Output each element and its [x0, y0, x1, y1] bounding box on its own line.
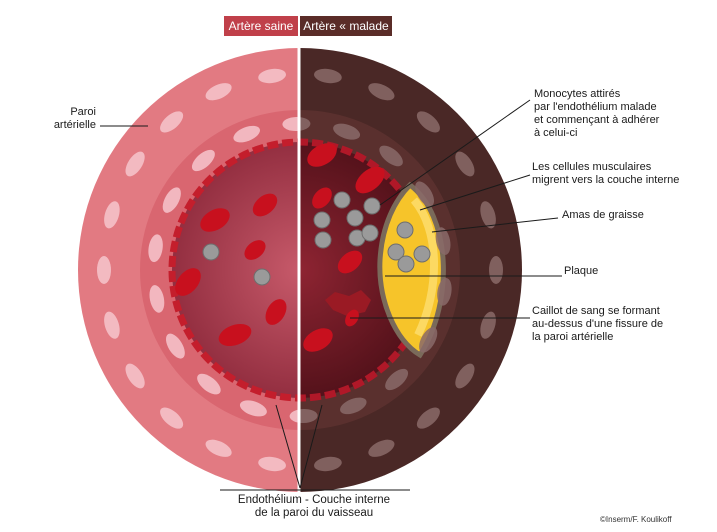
- wall-cell: [97, 256, 111, 284]
- wall-cell: [205, 83, 232, 101]
- red-blood-cell: [200, 208, 230, 232]
- wall-cell: [368, 439, 395, 457]
- monocyte: [314, 231, 332, 249]
- monocyte: [361, 224, 379, 242]
- wall-cell: [415, 181, 435, 207]
- monocyte: [413, 245, 431, 263]
- wall-cell: [282, 116, 299, 132]
- red-blood-cell: [218, 323, 252, 347]
- wall-cell: [148, 234, 163, 263]
- monocyte: [313, 211, 331, 229]
- wall-cell: [368, 83, 395, 101]
- leader-lines: [100, 99, 562, 491]
- monocyte: [346, 209, 364, 227]
- wall-cell: [125, 363, 145, 389]
- wall-cell: [191, 149, 215, 172]
- label-fat-deposit: Amas de graisse: [562, 209, 644, 221]
- label-endothelium: Endothélium - Couche interne de la paroi…: [237, 494, 391, 519]
- wall-cell: [125, 151, 145, 177]
- blood-clot: [325, 290, 371, 316]
- wall-cell: [379, 145, 403, 167]
- leader-monocytes: [379, 99, 531, 206]
- wall-cell: [258, 68, 286, 84]
- label-paroi-arterielle: Paroi artérielle: [53, 106, 96, 131]
- wall-cell: [160, 111, 184, 133]
- label-blood-clot: Caillot de sang se formant au-dessus d'u…: [532, 305, 664, 343]
- monocytes: [202, 191, 431, 286]
- wall-cell: [165, 333, 185, 359]
- wall-cell: [197, 373, 221, 395]
- red-blood-cell: [303, 328, 333, 352]
- label-muscle-cells: Les cellules musculaires migrent vers la…: [532, 161, 680, 186]
- healthy-wall-cells: [97, 68, 299, 472]
- wall-cell: [162, 187, 181, 213]
- wall-cell: [455, 363, 475, 389]
- wall-cell: [416, 407, 440, 429]
- wall-cell: [489, 256, 503, 284]
- red-blood-cell: [252, 193, 278, 217]
- wall-cell: [289, 408, 299, 424]
- wall-cell: [239, 400, 267, 417]
- label-plaque: Plaque: [564, 265, 599, 277]
- monocyte: [363, 197, 381, 215]
- leader-endo-left: [275, 404, 301, 489]
- wall-cell: [416, 111, 440, 133]
- wall-cell: [160, 407, 184, 429]
- wall-cell: [314, 68, 342, 84]
- wall-cell: [314, 456, 342, 472]
- red-blood-cell: [265, 299, 287, 325]
- monocyte: [202, 243, 220, 261]
- red-blood-cell: [175, 268, 201, 296]
- image-credit: ©Inserm/F. Koulikoff: [600, 515, 672, 524]
- diseased-artery-tab: Artère « malade »: [300, 16, 392, 53]
- wall-cell: [333, 123, 361, 140]
- wall-cell: [149, 285, 165, 313]
- wall-cell: [299, 408, 318, 424]
- monocyte: [387, 243, 405, 261]
- leader-endo-right: [299, 404, 323, 489]
- label-monocytes: Monocytes attirés par l'endothélium mala…: [534, 88, 660, 139]
- red-blood-cell: [312, 187, 332, 209]
- monocyte: [253, 268, 271, 286]
- wall-cell: [340, 397, 367, 415]
- leader-graisse: [431, 217, 559, 233]
- wall-cell: [480, 201, 496, 229]
- red-blood-cells: [175, 143, 385, 352]
- wall-cell: [233, 125, 260, 143]
- red-blood-cell: [337, 250, 363, 274]
- fat-highlight: [410, 197, 439, 337]
- wall-cell: [455, 151, 475, 177]
- wall-cell: [205, 439, 232, 457]
- diseased-wall-cells: [299, 68, 503, 472]
- red-blood-cell: [355, 166, 385, 194]
- wall-cell: [258, 456, 286, 472]
- red-blood-cell: [244, 240, 266, 260]
- wall-cell: [299, 116, 311, 132]
- wall-cell: [385, 368, 409, 391]
- wall-cell: [419, 327, 438, 353]
- wall-cell: [435, 227, 451, 255]
- monocyte: [333, 191, 351, 209]
- monocyte: [397, 255, 415, 273]
- wall-cell: [437, 277, 452, 306]
- wall-cell: [104, 311, 120, 339]
- red-blood-cell: [307, 143, 337, 167]
- wall-cell: [104, 201, 120, 229]
- leader-muscle: [419, 174, 531, 211]
- healthy-artery-tab: Artère saine: [224, 16, 298, 36]
- monocyte: [396, 221, 414, 239]
